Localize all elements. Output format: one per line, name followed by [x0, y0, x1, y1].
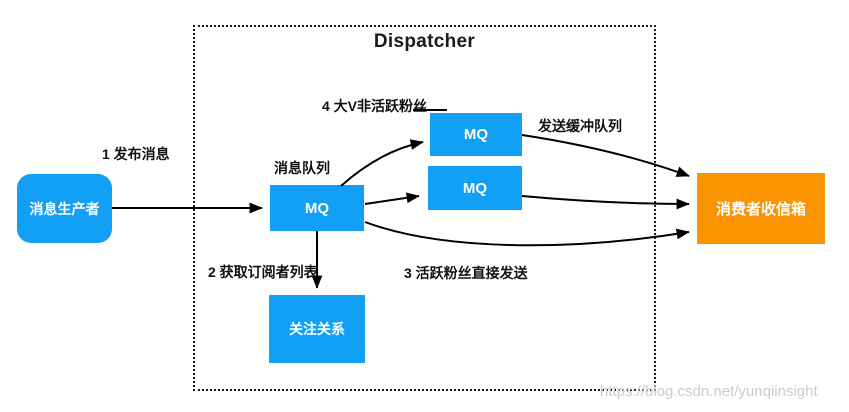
arrow-main-mq-to-buffer1 — [340, 139, 424, 187]
dispatcher-title: Dispatcher — [373, 31, 476, 52]
arrow-buffer2-to-inbox — [521, 195, 690, 210]
arrow-main-mq-to-inbox — [364, 221, 690, 247]
label-step1-publish-message: 1 发布消息 — [102, 146, 170, 162]
arrow-main-mq-to-buffer2 — [364, 192, 420, 205]
label-step4-bigv-inactive-fans: 4 大V非活跃粉丝 — [322, 98, 428, 114]
buffer-mq-1-node: MQ — [430, 113, 522, 156]
watermark-text: https://blog.csdn.net/yunqiinsight — [600, 383, 818, 400]
main-mq-node: MQ — [270, 185, 364, 231]
consumer-inbox-node: 消费者收信箱 — [697, 173, 825, 244]
label-step2-get-subscriber-list: 2 获取订阅者列表 — [208, 264, 318, 280]
producer-node: 消息生产者 — [17, 174, 112, 243]
arrow-buffer1-to-inbox — [521, 134, 690, 177]
label-message-queue: 消息队列 — [274, 160, 330, 176]
buffer-mq-2-node: MQ — [428, 166, 522, 210]
label-send-buffer-queue: 发送缓冲队列 — [538, 118, 622, 134]
label-step3-active-fans-direct-send: 3 活跃粉丝直接发送 — [404, 265, 528, 281]
follow-relation-node: 关注关系 — [269, 295, 365, 363]
